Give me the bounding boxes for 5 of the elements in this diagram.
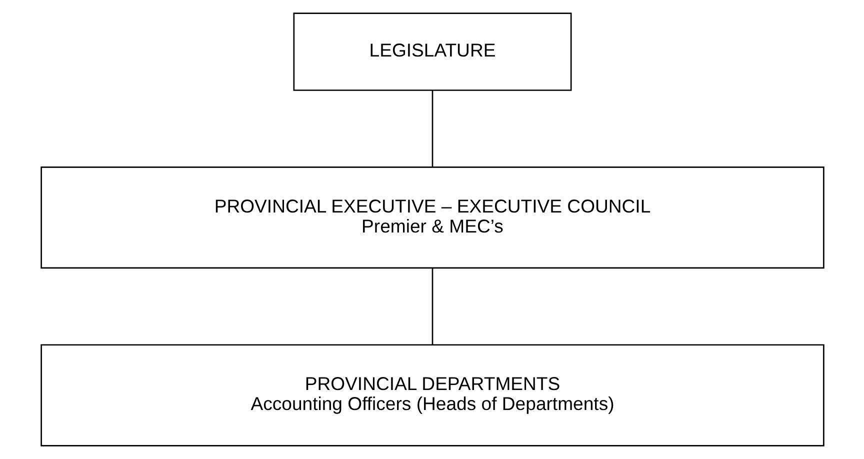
node-box: LEGISLATURE	[292, 12, 572, 91]
connector	[431, 90, 433, 167]
node-box: PROVINCIAL DEPARTMENTS Accounting Officers (Heads of Departments)	[40, 344, 824, 446]
connector	[431, 268, 433, 344]
node-box: PROVINCIAL EXECUTIVE – EXECUTIVE COUNCIL Premier & MEC’s	[40, 166, 824, 269]
